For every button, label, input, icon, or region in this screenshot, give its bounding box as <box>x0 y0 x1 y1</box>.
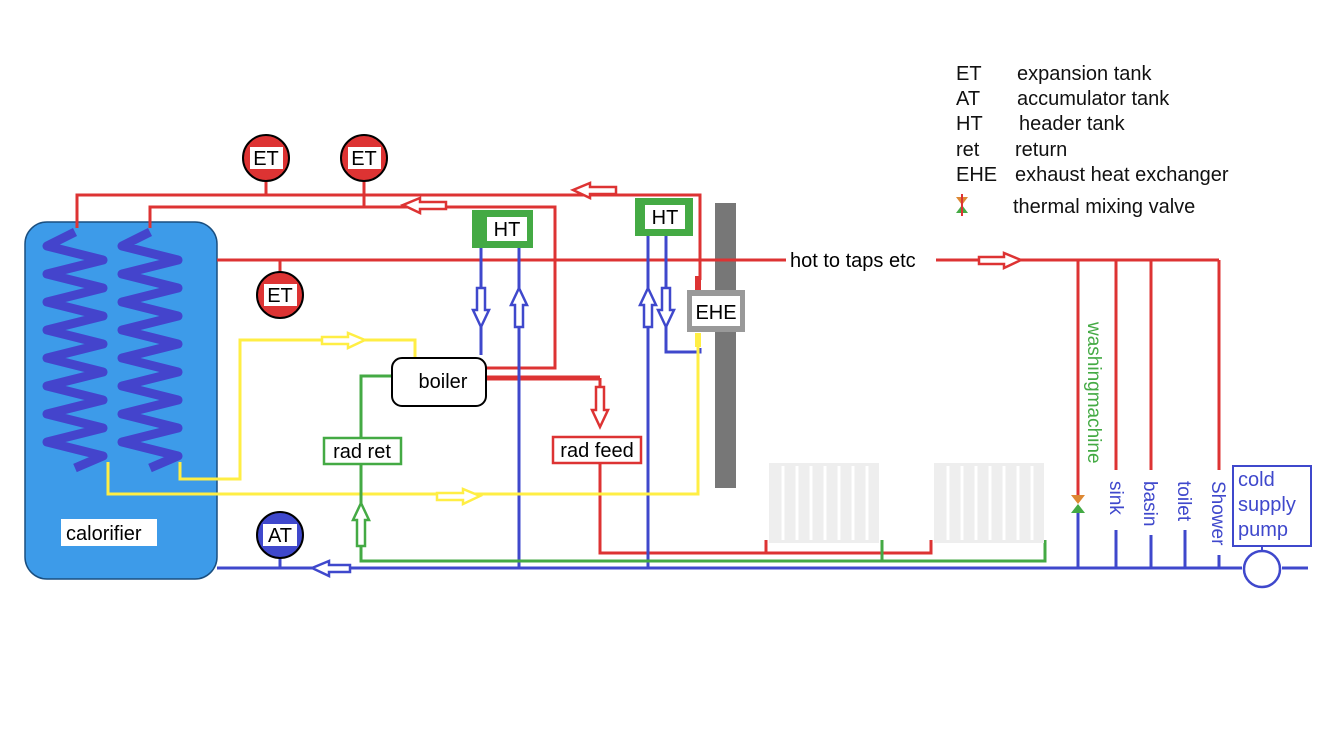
ehe-label: EHE <box>695 302 736 324</box>
expansion-tank-2: ET <box>340 134 388 182</box>
toilet-label: toilet <box>1173 481 1194 522</box>
flue <box>715 203 736 488</box>
legend-desc-valve: thermal mixing valve <box>1013 196 1195 218</box>
coil-left <box>42 227 108 473</box>
legend-abbr-et: ET <box>956 63 982 85</box>
rad-feed-box: rad feed <box>551 435 643 465</box>
basin-label: basin <box>1139 481 1160 526</box>
mixing-valve-icon <box>956 194 968 216</box>
yellow-flow-arrows <box>320 331 484 506</box>
cold-supply-pump: cold supply pump <box>1232 465 1312 589</box>
et-label-1: ET <box>253 148 279 170</box>
green-flow-arrow <box>351 500 371 548</box>
accumulator-tank: AT <box>256 511 304 559</box>
calorifier-label: calorifier <box>66 523 142 545</box>
radiator-left <box>769 463 879 543</box>
hot-flow-arrows <box>399 181 1025 430</box>
et-label-2: ET <box>351 148 377 170</box>
rad-ret-box: rad ret <box>322 436 403 466</box>
boiler-label: boiler <box>419 371 468 393</box>
expansion-tank-3: ET <box>256 271 304 319</box>
hot-pipes <box>75 170 1221 555</box>
legend-desc-ehe: exhaust heat exchanger <box>1015 164 1229 186</box>
legend-abbr-at: AT <box>956 88 980 110</box>
legend-desc-et: expansion tank <box>1017 63 1153 85</box>
ht-label-right: HT <box>652 207 679 229</box>
header-tank-left: HT <box>472 210 533 248</box>
pump-icon <box>1242 549 1282 589</box>
pump-label-2: supply <box>1238 494 1296 516</box>
ht-label-left: HT <box>494 219 521 241</box>
shower-label: Shower <box>1207 481 1228 546</box>
legend: ET expansion tank AT accumulator tank HT… <box>956 63 1229 218</box>
exhaust-heat-exchanger: EHE <box>687 276 745 347</box>
mixing-valve <box>1071 495 1085 513</box>
et-label-3: ET <box>267 285 293 307</box>
legend-desc-at: accumulator tank <box>1017 88 1170 110</box>
hot-to-taps-label: hot to taps etc <box>790 250 916 272</box>
hot-to-taps-bg <box>786 248 936 272</box>
legend-abbr-ret: ret <box>956 139 980 161</box>
at-label: AT <box>268 525 292 547</box>
expansion-tank-1: ET <box>242 134 290 182</box>
legend-abbr-ht: HT <box>956 113 983 135</box>
cold-flow-arrows <box>308 285 676 578</box>
legend-desc-ht: header tank <box>1019 113 1126 135</box>
pump-label-1: cold <box>1238 469 1275 491</box>
header-tank-right: HT <box>635 198 693 236</box>
legend-abbr-ehe: EHE <box>956 164 997 186</box>
yellow-pipes <box>106 333 700 496</box>
rad-ret-label: rad ret <box>333 441 391 463</box>
rad-feed-label: rad feed <box>560 440 633 462</box>
sink-label: sink <box>1105 481 1126 515</box>
radiator-right <box>934 463 1044 543</box>
pump-label-3: pump <box>1238 519 1288 541</box>
boiler: boiler <box>391 357 487 407</box>
coil-right <box>117 227 183 473</box>
legend-desc-ret: return <box>1015 139 1067 161</box>
calorifier-label-box <box>61 519 157 546</box>
washing-machine-label: washingmachine <box>1083 321 1104 464</box>
